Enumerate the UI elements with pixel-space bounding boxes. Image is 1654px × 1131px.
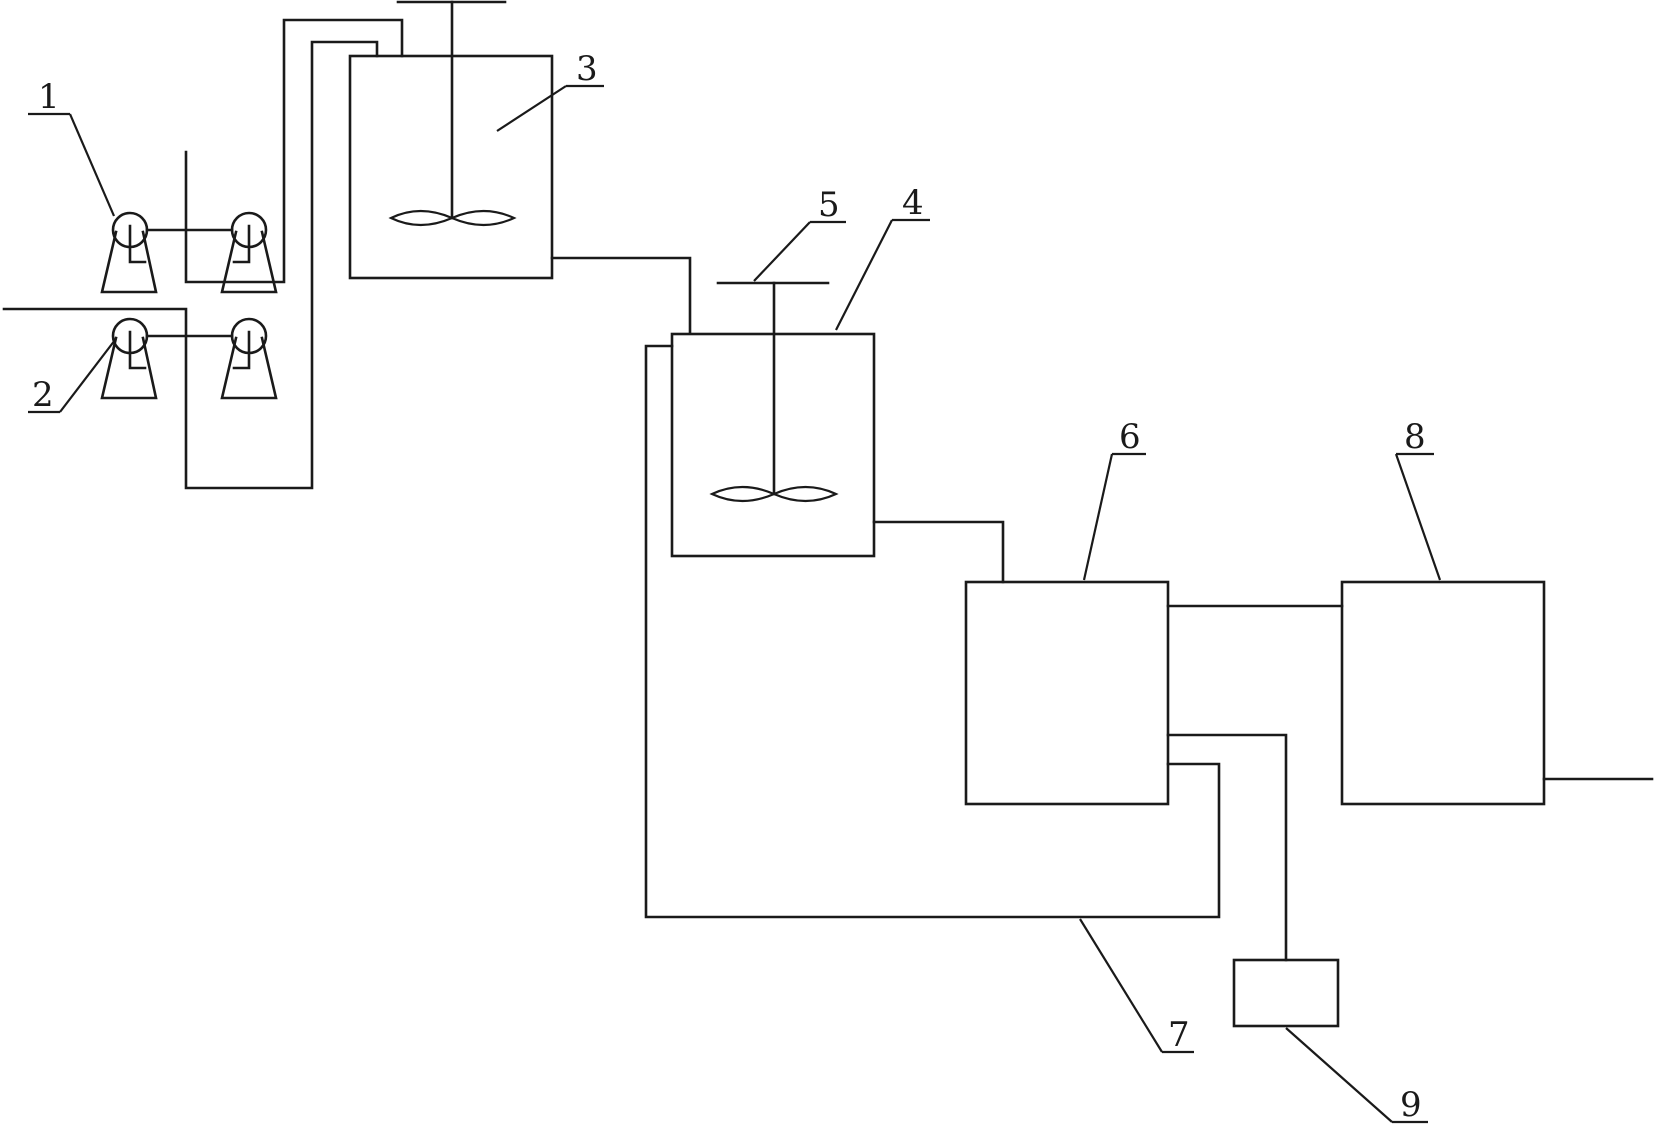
tank-4-impeller-icon <box>709 485 839 503</box>
unit-6-body <box>964 580 1170 806</box>
reaction-tank-4 <box>670 281 876 558</box>
label-4: 4 <box>902 183 924 223</box>
pump-1-right <box>220 211 278 294</box>
pump-1-left <box>100 211 158 294</box>
label-1: 1 <box>38 77 60 117</box>
pump-1-feed-line <box>184 18 404 284</box>
pipe-4-to-6 <box>872 520 1005 584</box>
pump-2-left <box>100 317 158 400</box>
leader-lines <box>28 84 1442 1124</box>
pump-group-1 <box>100 18 404 294</box>
pump-2-feed-line <box>2 40 379 490</box>
unit-9-body <box>1232 958 1340 1028</box>
mixing-tank-3 <box>348 0 554 280</box>
pipe-3-to-4 <box>550 256 692 334</box>
label-9: 9 <box>1400 1085 1422 1125</box>
pump-2-right <box>220 317 278 400</box>
pump-group-2 <box>2 40 379 490</box>
return-pipe-7 <box>644 344 1221 919</box>
label-2: 2 <box>32 375 54 415</box>
tank-3-impeller-icon <box>388 209 517 227</box>
label-5: 5 <box>818 185 840 225</box>
label-7: 7 <box>1168 1015 1190 1055</box>
label-8: 8 <box>1404 417 1426 457</box>
pipe-6-to-9 <box>1166 733 1288 962</box>
label-6: 6 <box>1119 417 1141 457</box>
unit-8-body <box>1340 580 1546 806</box>
label-3: 3 <box>576 49 598 89</box>
